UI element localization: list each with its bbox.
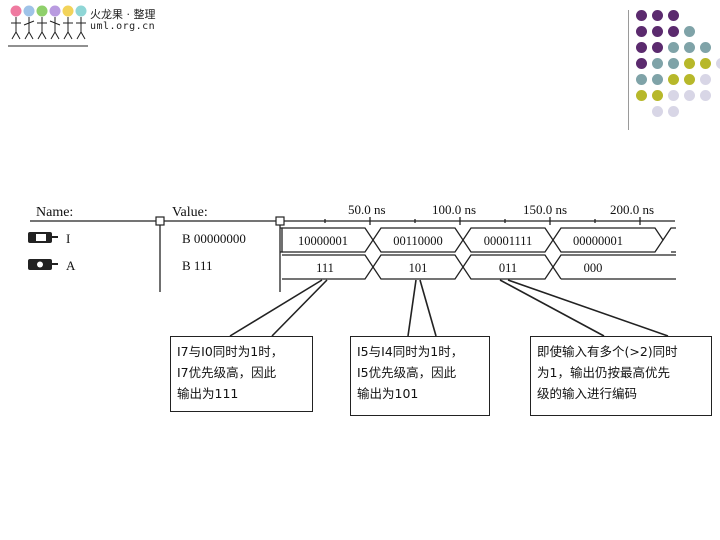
annotation-note-2: I5与I4同时为1时， I5优先级高，因此 输出为101 bbox=[350, 336, 490, 416]
note-line: I5与I4同时为1时， bbox=[357, 344, 464, 359]
time-label: 100.0 ns bbox=[432, 202, 476, 217]
decorative-dot bbox=[668, 58, 679, 69]
decorative-dot bbox=[652, 42, 663, 53]
decorative-dot bbox=[668, 90, 679, 101]
logo-url: uml.org.cn bbox=[90, 21, 156, 32]
output-pin-icon bbox=[28, 259, 58, 270]
decorative-dot bbox=[700, 42, 711, 53]
pointer-line bbox=[407, 279, 417, 337]
annotation-note-1: I7与I0同时为1时， I7优先级高，因此 输出为111 bbox=[170, 336, 313, 412]
decorative-dot bbox=[700, 58, 711, 69]
logo-graphic-icon bbox=[8, 5, 88, 47]
note-line: I7与I0同时为1时， bbox=[177, 344, 284, 359]
bus-segment-value: 00110000 bbox=[393, 234, 443, 248]
note-line: 输出为111 bbox=[177, 386, 239, 401]
decorative-dot bbox=[684, 90, 695, 101]
signal-value: B 111 bbox=[182, 258, 212, 273]
signal-name: A bbox=[66, 258, 76, 273]
decorative-dot bbox=[668, 106, 679, 117]
decorative-dot bbox=[636, 74, 647, 85]
decorative-dot bbox=[684, 58, 695, 69]
bus-a-waveform bbox=[282, 254, 676, 280]
input-pin-icon bbox=[28, 232, 58, 243]
annotation-note-3: 即使输入有多个(>2)同时 为1，输出仍按最高优先 级的输入进行编码 bbox=[530, 336, 712, 416]
decorative-dot bbox=[668, 42, 679, 53]
note-line: 输出为101 bbox=[357, 386, 419, 401]
decorative-dot bbox=[652, 106, 663, 117]
decorative-dot bbox=[636, 26, 647, 37]
note-line: 即使输入有多个(>2)同时 bbox=[537, 344, 678, 359]
decorative-dot bbox=[636, 90, 647, 101]
decorative-dot bbox=[700, 90, 711, 101]
time-label: 150.0 ns bbox=[523, 202, 567, 217]
decorative-dot bbox=[652, 10, 663, 21]
bus-segment-value: 00000001 bbox=[573, 234, 623, 248]
decorative-dot bbox=[636, 42, 647, 53]
bus-segment-value: 00001111 bbox=[484, 234, 533, 248]
decorative-dot bbox=[668, 26, 679, 37]
annotation-pointers bbox=[229, 279, 669, 337]
value-header: Value: bbox=[172, 205, 208, 220]
decorative-dot bbox=[636, 58, 647, 69]
decorative-dot bbox=[684, 74, 695, 85]
pointer-line bbox=[507, 279, 669, 337]
decorative-dot bbox=[652, 26, 663, 37]
pointer-line bbox=[271, 279, 328, 337]
decorative-dot bbox=[668, 10, 679, 21]
decorative-dot bbox=[716, 58, 720, 69]
bus-segment-value: 011 bbox=[499, 261, 517, 275]
note-line: I5优先级高，因此 bbox=[357, 365, 457, 380]
note-line: 级的输入进行编码 bbox=[537, 386, 638, 401]
name-header: Name: bbox=[36, 205, 73, 220]
time-label: 50.0 ns bbox=[348, 202, 386, 217]
decorative-dot bbox=[684, 26, 695, 37]
signal-value: B 00000000 bbox=[182, 231, 246, 246]
pointer-line bbox=[419, 279, 437, 337]
bus-i-waveform bbox=[280, 227, 676, 253]
note-line: 为1，输出仍按最高优先 bbox=[537, 365, 670, 380]
decorative-divider bbox=[628, 10, 629, 130]
note-line: I7优先级高，因此 bbox=[177, 365, 277, 380]
bus-segment-value: 101 bbox=[409, 261, 428, 275]
pointer-line bbox=[499, 279, 605, 337]
bus-segment-value: 111 bbox=[316, 261, 334, 275]
decorative-dot bbox=[700, 74, 711, 85]
decorative-dot bbox=[652, 74, 663, 85]
decorative-dot bbox=[636, 10, 647, 21]
decorative-dot bbox=[684, 42, 695, 53]
logo-title: 火龙果 · 整理 bbox=[90, 8, 156, 21]
signal-name: I bbox=[66, 231, 70, 246]
decorative-dot bbox=[668, 74, 679, 85]
bus-segment-value: 000 bbox=[584, 261, 603, 275]
decorative-dot bbox=[652, 90, 663, 101]
pointer-line bbox=[229, 279, 323, 337]
cursor-marker-icon bbox=[275, 216, 285, 226]
decorative-dot bbox=[652, 58, 663, 69]
cursor-marker-icon bbox=[155, 216, 165, 226]
bus-segment-value: 10000001 bbox=[298, 234, 348, 248]
time-label: 200.0 ns bbox=[610, 202, 654, 217]
